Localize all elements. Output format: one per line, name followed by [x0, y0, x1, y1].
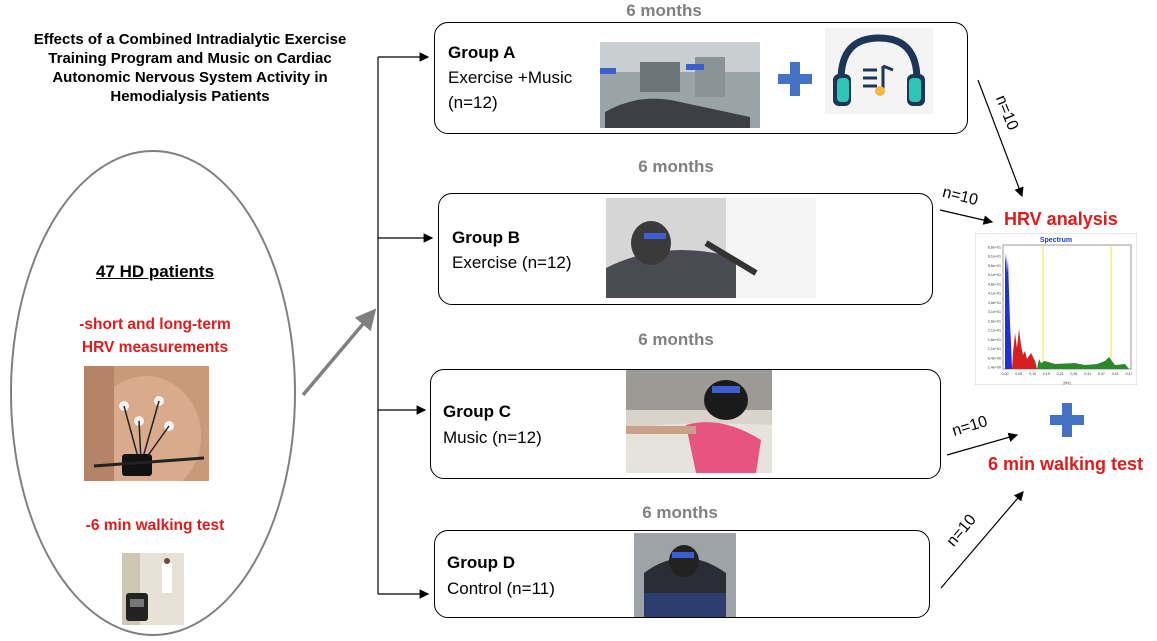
headphones-music-icon	[825, 28, 933, 114]
walking-test-label: -6 min walking test	[85, 517, 225, 534]
group-a-desc-line1: Exercise +Music	[448, 68, 573, 87]
group-a-name: Group A	[448, 43, 516, 62]
group-d-control-photo	[634, 533, 736, 617]
group-c-name: Group C	[443, 402, 511, 421]
group-a-desc-line2: (n=12)	[448, 93, 498, 112]
spectrum-x-tick: 0,15	[1043, 372, 1050, 376]
spectrum-y-ticks: 6,6e+01 6,1e+01 5,6e+01 5,1e+01 4,6e+01 4,1e+…	[988, 246, 1001, 370]
spectrum-y-tick: 1,1e+01	[988, 347, 1001, 351]
spectrum-y-tick: 6,4e+00	[988, 356, 1001, 360]
spectrum-x-tick: 0,21	[1057, 372, 1064, 376]
group-a-duration: 6 months	[626, 1, 702, 20]
group-d-name: Group D	[447, 553, 515, 572]
hrv-measurements-line1: -short and long-term	[79, 316, 231, 333]
spectrum-title: Spectrum	[1040, 237, 1072, 244]
spectrum-y-tick: 2,1e+01	[988, 329, 1001, 333]
plus-icon-outcomes	[1050, 403, 1084, 437]
group-b-duration: 6 months	[638, 157, 714, 176]
hrv-measurements-line2: HRV measurements	[81, 339, 229, 356]
spectrum-y-tick: 2,6e+01	[988, 319, 1001, 323]
spectrum-y-tick: 5,6e+01	[988, 264, 1001, 268]
spectrum-x-unit: [Hz]	[1063, 380, 1070, 385]
spectrum-x-tick: 0,31	[1084, 372, 1091, 376]
spectrum-x-ticks: 0,00 0,05 0,10 0,15 0,21 0,26 0,31 0,37 0,42 0,47	[1002, 372, 1133, 376]
spectrum-y-tick: 1,6e+01	[988, 338, 1001, 342]
spectrum-x-tick: 0,26	[1070, 372, 1077, 376]
spectrum-x-tick: 0,37	[1098, 372, 1105, 376]
patients-oval	[10, 150, 296, 636]
plus-icon-a	[778, 62, 812, 96]
group-c-music-photo	[626, 370, 772, 473]
spectrum-y-tick: 3,1e+01	[988, 310, 1001, 314]
spectrum-x-tick: 0,42	[1112, 372, 1119, 376]
spectrum-y-tick: 5,1e+01	[988, 273, 1001, 277]
hrv-analysis-title: HRV analysis	[1004, 209, 1118, 229]
spectrum-y-tick: 4,6e+01	[988, 282, 1001, 286]
patients-heading: 47 HD patients	[95, 262, 215, 281]
holter-torso-photo	[84, 366, 209, 481]
spectrum-y-tick: 3,6e+01	[988, 301, 1001, 305]
spectrum-x-tick: 0,05	[1015, 372, 1022, 376]
walking-test-outcome: 6 min walking test	[988, 454, 1144, 474]
spectrum-y-tick: 6,1e+01	[988, 255, 1001, 259]
group-b-desc: Exercise (n=12)	[452, 253, 572, 272]
spectrum-y-tick: 1,4e+00	[988, 366, 1001, 370]
group-c-desc: Music (n=12)	[443, 428, 542, 447]
spectrum-x-tick: 0,00	[1002, 372, 1009, 376]
oval-to-groups-arrow	[301, 308, 377, 397]
spectrum-y-tick: 6,6e+01	[988, 246, 1001, 250]
group-d-desc: Control (n=11)	[447, 579, 555, 598]
group-a-exercise-photo	[600, 42, 760, 128]
walking-test-photo	[122, 553, 184, 625]
group-b-name: Group B	[452, 228, 520, 247]
spectrum-x-tick: 0,47	[1126, 372, 1133, 376]
group-c-duration: 6 months	[638, 330, 714, 349]
diagram-title: Effects of a Combined Intradialytic Exer…	[33, 31, 347, 105]
spectrum-x-tick: 0,10	[1029, 372, 1036, 376]
group-b-exercise-photo	[606, 198, 816, 298]
spectrum-y-tick: 4,1e+01	[988, 292, 1001, 296]
hrv-spectrum-chart: Spectrum 6,6e+01 6,1e+01 5,6e+01 5,1e+01 4,6…	[975, 233, 1137, 385]
group-d-duration: 6 months	[642, 503, 718, 522]
hrv-measurements-label: -short and long-term HRV measurements	[50, 313, 260, 359]
